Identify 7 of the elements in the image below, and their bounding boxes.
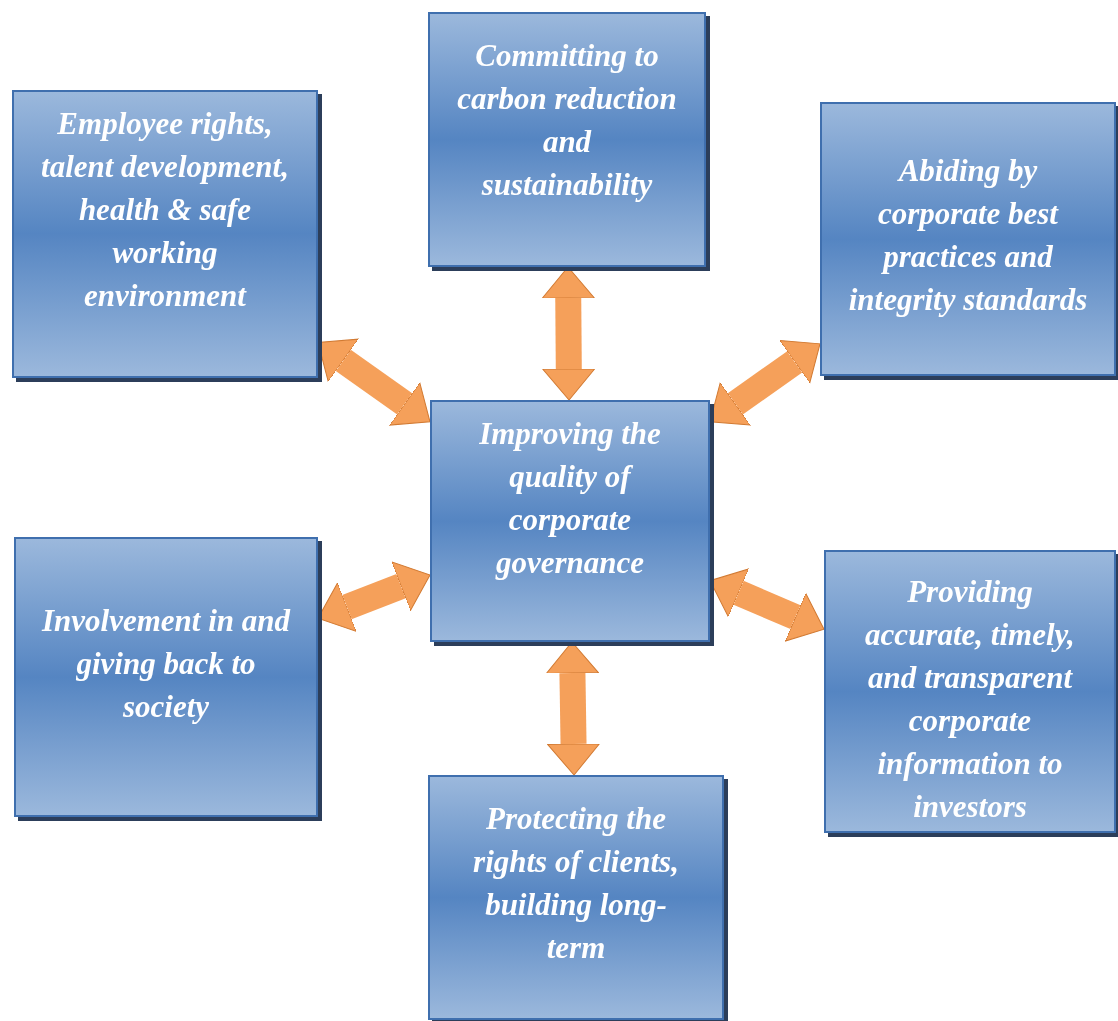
box-text: Providing accurate, timely, and transparent corporate information to investors bbox=[864, 573, 1076, 826]
box-text: Abiding by corporate best practices and integrity standards bbox=[848, 152, 1088, 319]
box-text: Employee rights, talent development, health & safe working environment bbox=[40, 105, 290, 315]
box-text: Improving the quality of corporate governance bbox=[478, 415, 662, 582]
box-text: Committing to carbon reduction and sustainability bbox=[456, 37, 678, 204]
box-text: Protecting the rights of clients, building long-term bbox=[472, 800, 680, 967]
box-text: Involvement in and giving back to society bbox=[42, 602, 290, 726]
